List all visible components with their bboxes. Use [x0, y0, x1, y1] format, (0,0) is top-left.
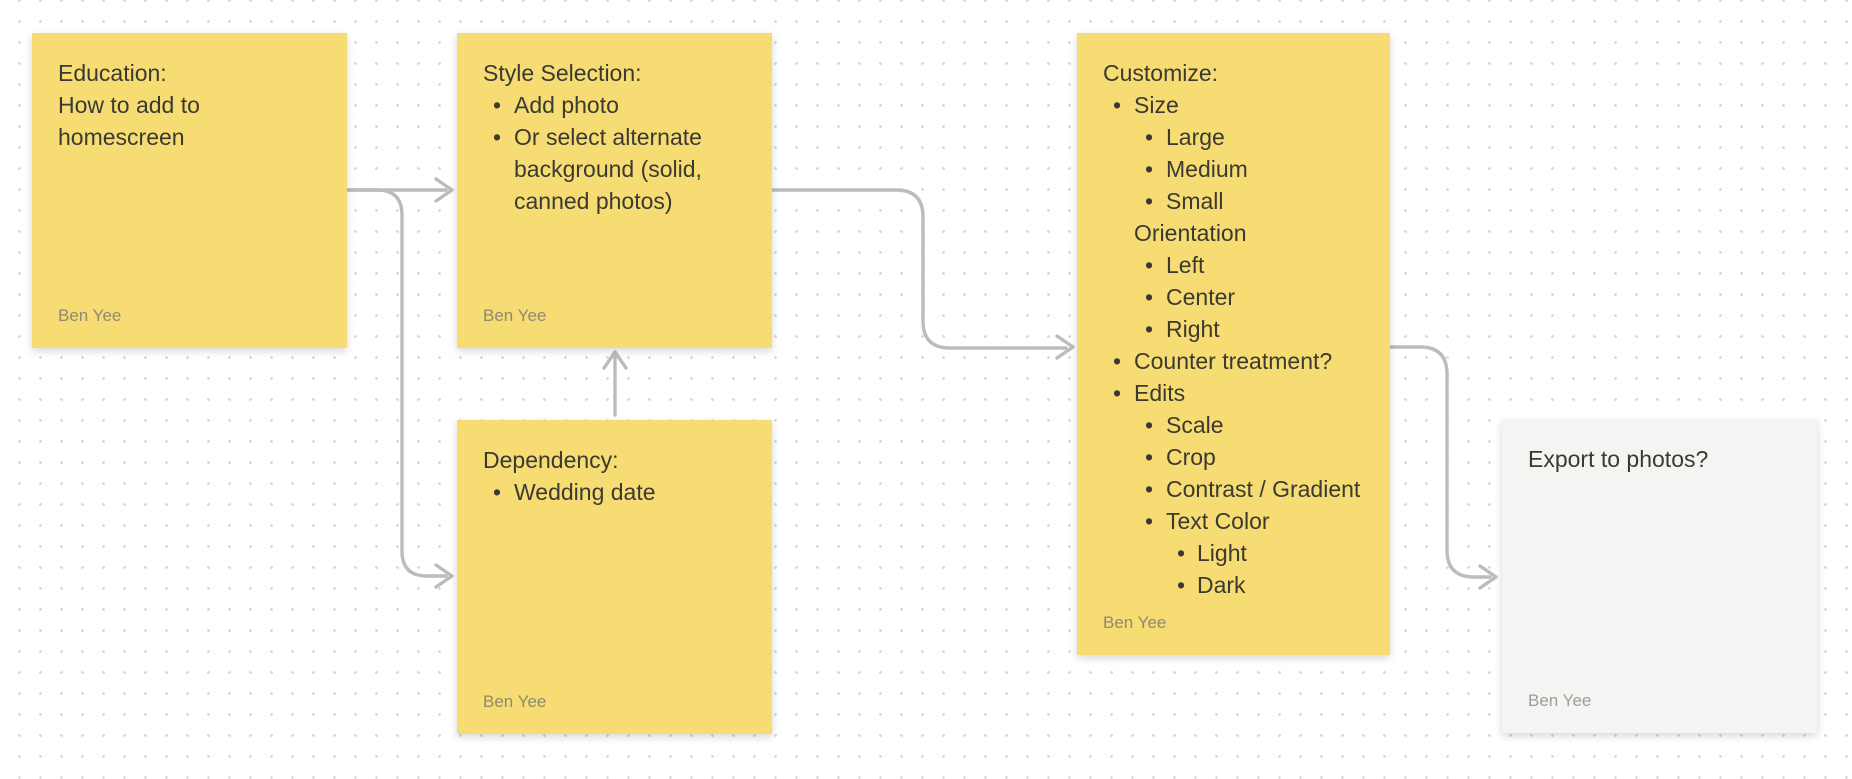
note-author: Ben Yee: [1528, 691, 1592, 710]
note-author: Ben Yee: [483, 306, 547, 325]
note-line: Orientation: [1134, 220, 1247, 246]
note-line: homescreen: [58, 124, 185, 150]
note-line: How to add to: [58, 92, 200, 118]
connector-line[interactable]: [1388, 345, 1492, 579]
note-author: Ben Yee: [1103, 613, 1167, 632]
note-line: Left: [1103, 249, 1364, 281]
connector-style-selection-to-customize[interactable]: [770, 188, 1075, 360]
sticky-note-style-selection[interactable]: Style Selection: Add photoOr select alter…: [457, 33, 772, 348]
arrowhead-right-icon: [434, 177, 454, 203]
note-line: Contrast / Gradient: [1103, 473, 1364, 505]
arrowhead-right-icon: [434, 563, 454, 589]
note-line: Style Selection:: [483, 60, 642, 86]
connector-line[interactable]: [345, 188, 448, 578]
note-line: Small: [1103, 185, 1364, 217]
note-line: Education:: [58, 60, 167, 86]
arrowhead-right-icon: [1478, 564, 1498, 590]
note-line: Export to photos?: [1528, 446, 1709, 472]
note-line: Customize:: [1103, 60, 1219, 86]
note-line: Wedding date: [483, 476, 746, 508]
note-line: Large: [1103, 121, 1364, 153]
note-line: Counter treatment?: [1103, 345, 1364, 377]
note-line: Right: [1103, 313, 1364, 345]
note-line: Light: [1103, 537, 1364, 569]
note-line: Crop: [1103, 441, 1364, 473]
note-line: Center: [1103, 281, 1364, 313]
connector-customize-to-export[interactable]: [1388, 345, 1498, 590]
note-line: Add photo: [483, 89, 746, 121]
note-line: Size: [1103, 89, 1364, 121]
note-author: Ben Yee: [58, 306, 122, 325]
note-line: background (solid,: [514, 156, 702, 182]
sticky-note-export[interactable]: Export to photos? Ben Yee: [1502, 419, 1817, 733]
note-author: Ben Yee: [483, 692, 547, 711]
note-line: Text Color: [1103, 505, 1364, 537]
note-line: Dark: [1103, 569, 1364, 601]
note-line: Medium: [1103, 153, 1364, 185]
note-line: Edits: [1103, 377, 1364, 409]
connector-line[interactable]: [770, 188, 1068, 350]
connector-education-to-dependency[interactable]: [345, 188, 454, 589]
note-line: Or select alternate: [483, 121, 746, 153]
arrowhead-up-icon: [602, 350, 628, 370]
note-line: Scale: [1103, 409, 1364, 441]
note-line: canned photos): [514, 188, 673, 214]
connector-dependency-to-style-selection[interactable]: [602, 350, 628, 417]
arrowhead-right-icon: [1055, 334, 1075, 360]
note-line: Dependency:: [483, 447, 619, 473]
sticky-note-customize[interactable]: Customize: SizeLargeMediumSmallOrientatio…: [1077, 33, 1390, 655]
